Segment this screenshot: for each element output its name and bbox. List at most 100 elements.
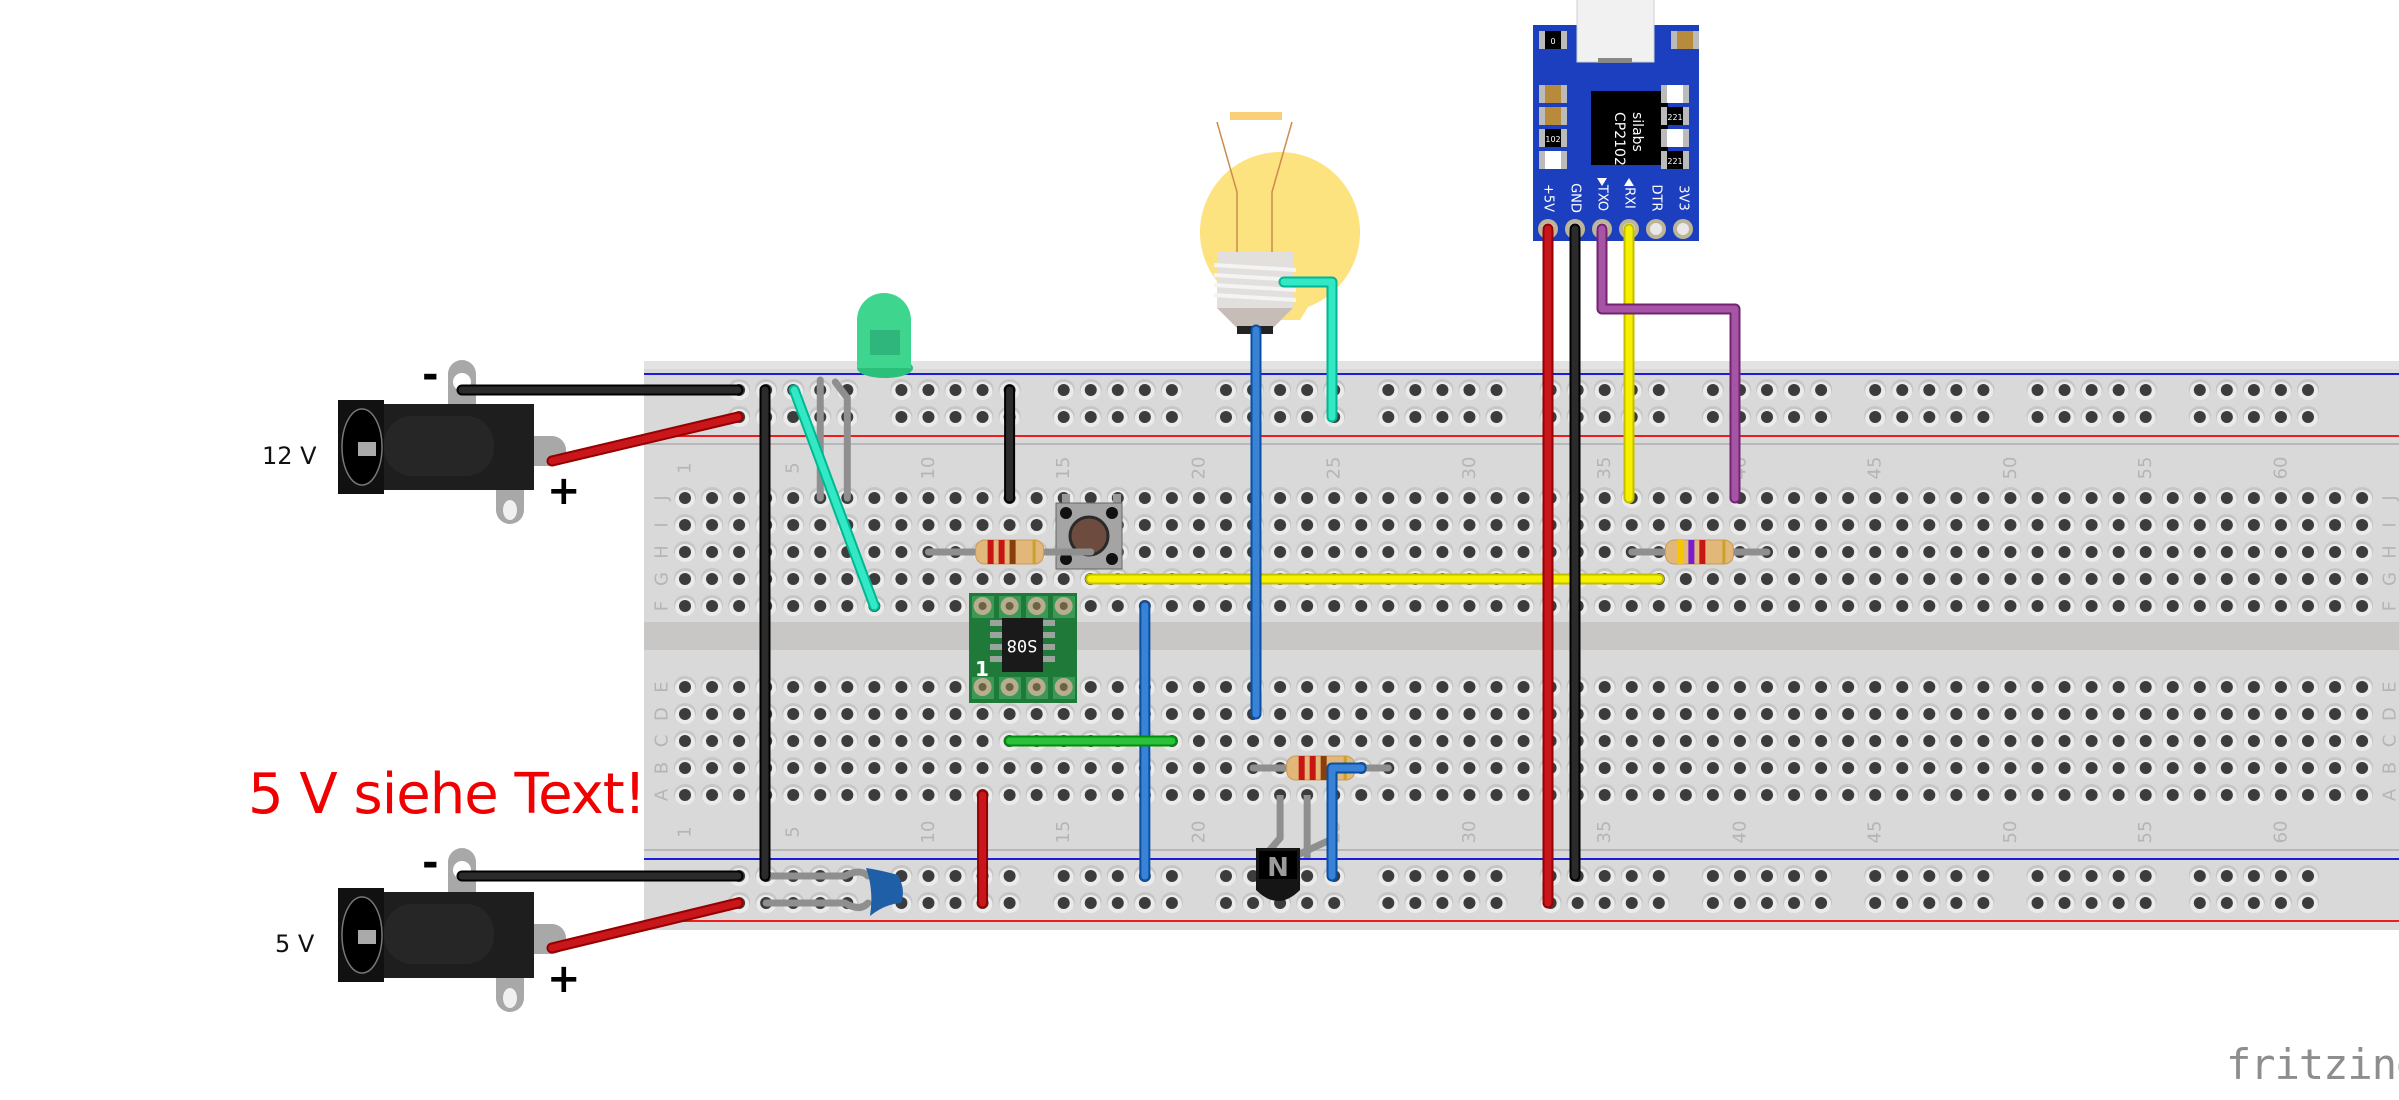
hole-E5[interactable] (782, 676, 805, 697)
hole-A47[interactable] (1918, 784, 1941, 805)
rail-hole[interactable] (2297, 865, 2319, 886)
hole-D25[interactable] (1323, 703, 1346, 724)
hole-I43[interactable] (1810, 514, 1833, 535)
hole-B45[interactable] (1864, 757, 1887, 778)
hole-E61[interactable] (2297, 676, 2319, 697)
hole-A6[interactable] (809, 784, 832, 805)
hole-J20[interactable] (1187, 487, 1210, 508)
hole-F21[interactable] (1215, 595, 1237, 616)
hole-G15[interactable] (1052, 568, 1075, 589)
hole-J12[interactable] (971, 487, 994, 508)
rail-hole[interactable] (2026, 406, 2049, 427)
hole-D1[interactable] (674, 703, 696, 724)
rail-hole[interactable] (1647, 892, 1670, 913)
hole-F9[interactable] (890, 595, 913, 616)
hole-D41[interactable] (1756, 703, 1778, 724)
wire-cyan-bulb[interactable] (1278, 276, 1338, 423)
rail-hole[interactable] (1079, 892, 1102, 913)
hole-E41[interactable] (1756, 676, 1778, 697)
hole-H18[interactable] (1133, 541, 1156, 562)
hole-A26[interactable] (1350, 784, 1373, 805)
hole-E57[interactable] (2188, 676, 2211, 697)
rail-hole[interactable] (1756, 865, 1778, 886)
rail-hole[interactable] (1647, 865, 1670, 886)
rail-hole[interactable] (1783, 892, 1806, 913)
rail-hole[interactable] (1593, 865, 1616, 886)
hole-I20[interactable] (1187, 514, 1210, 535)
wire-usb-txo[interactable] (1596, 223, 1741, 504)
rail-hole[interactable] (2215, 406, 2238, 427)
rail-hole[interactable] (2215, 892, 2238, 913)
hole-G62[interactable] (2324, 568, 2347, 589)
hole-E27[interactable] (1377, 676, 1400, 697)
hole-F43[interactable] (1810, 595, 1833, 616)
hole-E11[interactable] (944, 676, 967, 697)
hole-G48[interactable] (1945, 568, 1968, 589)
hole-H19[interactable] (1160, 541, 1183, 562)
hole-D2[interactable] (701, 703, 724, 724)
rail-hole[interactable] (1052, 892, 1075, 913)
hole-I26[interactable] (1350, 514, 1373, 535)
hole-F53[interactable] (2080, 595, 2103, 616)
hole-I32[interactable] (1512, 514, 1535, 535)
hole-I57[interactable] (2188, 514, 2211, 535)
breadboard[interactable]: JIHGFEDCBAJIHGFEDCBA11551010151520202525… (644, 361, 2399, 930)
hole-G1[interactable] (674, 568, 696, 589)
hole-J42[interactable] (1783, 487, 1806, 508)
rail-hole[interactable] (1918, 406, 1941, 427)
hole-A21[interactable] (1215, 784, 1237, 805)
hole-J38[interactable] (1674, 487, 1697, 508)
hole-E60[interactable] (2269, 676, 2292, 697)
hole-C28[interactable] (1404, 730, 1427, 751)
hole-H3[interactable] (728, 541, 751, 562)
hole-J10[interactable] (917, 487, 940, 508)
hole-B41[interactable] (1756, 757, 1778, 778)
hole-G49[interactable] (1972, 568, 1995, 589)
hole-G12[interactable] (971, 568, 994, 589)
hole-D42[interactable] (1783, 703, 1806, 724)
hole-C51[interactable] (2026, 730, 2049, 751)
hole-C39[interactable] (1701, 730, 1724, 751)
hole-C49[interactable] (1972, 730, 1995, 751)
hole-D23[interactable] (1269, 703, 1292, 724)
hole-F26[interactable] (1350, 595, 1373, 616)
rail-hole[interactable] (1106, 406, 1129, 427)
hole-D54[interactable] (2107, 703, 2130, 724)
hole-G11[interactable] (944, 568, 967, 589)
hole-C26[interactable] (1350, 730, 1373, 751)
hole-D45[interactable] (1864, 703, 1887, 724)
hole-E24[interactable] (1296, 676, 1319, 697)
hole-I28[interactable] (1404, 514, 1427, 535)
rail-hole[interactable] (1810, 865, 1833, 886)
hole-C62[interactable] (2324, 730, 2347, 751)
hole-H20[interactable] (1187, 541, 1210, 562)
hole-J19[interactable] (1160, 487, 1183, 508)
hole-D19[interactable] (1160, 703, 1183, 724)
hole-C42[interactable] (1783, 730, 1806, 751)
rail-hole[interactable] (890, 379, 913, 400)
hole-D37[interactable] (1647, 703, 1670, 724)
hole-F63[interactable] (2351, 595, 2374, 616)
hole-F39[interactable] (1701, 595, 1724, 616)
rail-hole[interactable] (890, 406, 913, 427)
hole-G45[interactable] (1864, 568, 1887, 589)
hole-B5[interactable] (782, 757, 805, 778)
hole-I6[interactable] (809, 514, 832, 535)
hole-J21[interactable] (1215, 487, 1237, 508)
hole-A55[interactable] (2134, 784, 2157, 805)
hole-C58[interactable] (2215, 730, 2238, 751)
hole-A61[interactable] (2297, 784, 2319, 805)
hole-J60[interactable] (2269, 487, 2292, 508)
hole-H47[interactable] (1918, 541, 1941, 562)
hole-I2[interactable] (701, 514, 724, 535)
hole-D47[interactable] (1918, 703, 1941, 724)
hole-B7[interactable] (836, 757, 859, 778)
rail-hole[interactable] (1485, 379, 1508, 400)
hole-H30[interactable] (1458, 541, 1481, 562)
hole-J59[interactable] (2242, 487, 2265, 508)
hole-G50[interactable] (1999, 568, 2022, 589)
hole-D17[interactable] (1106, 703, 1129, 724)
hole-H45[interactable] (1864, 541, 1887, 562)
hole-C47[interactable] (1918, 730, 1941, 751)
